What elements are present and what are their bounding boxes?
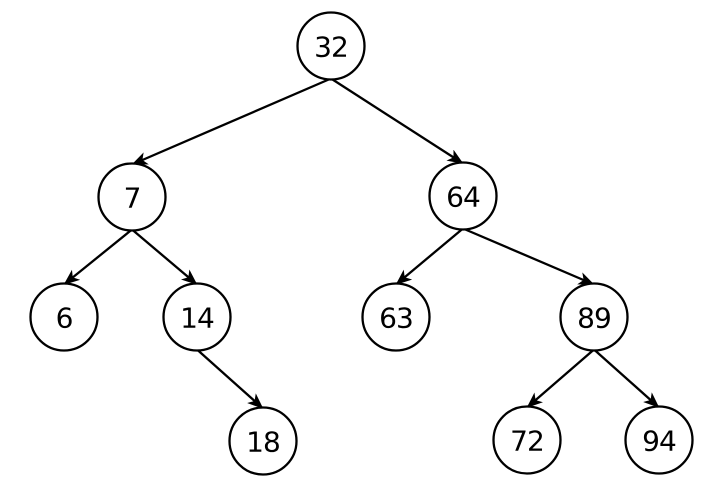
tree-edge-7-6 bbox=[63, 228, 133, 286]
tree-node-18: 18 bbox=[228, 406, 298, 476]
edges-layer bbox=[63, 77, 660, 410]
tree-edge-64-63 bbox=[395, 227, 464, 286]
node-circle-6 bbox=[29, 282, 99, 352]
tree-node-32: 32 bbox=[296, 11, 366, 81]
node-label-63: 63 bbox=[379, 302, 413, 335]
node-label-64: 64 bbox=[446, 181, 480, 214]
node-circle-94 bbox=[624, 405, 694, 475]
tree-edge-89-94 bbox=[593, 348, 660, 409]
tree-edge-7-14 bbox=[131, 228, 198, 286]
tree-node-94: 94 bbox=[624, 405, 694, 475]
node-label-18: 18 bbox=[246, 426, 280, 459]
node-label-89: 89 bbox=[577, 302, 611, 335]
node-label-14: 14 bbox=[180, 302, 214, 335]
node-circle-7 bbox=[97, 162, 167, 232]
node-circle-14 bbox=[162, 282, 232, 352]
tree-node-7: 7 bbox=[97, 162, 167, 232]
tree-node-72: 72 bbox=[492, 405, 562, 475]
node-label-7: 7 bbox=[124, 182, 141, 215]
node-label-94: 94 bbox=[642, 425, 676, 458]
node-circle-89 bbox=[559, 282, 629, 352]
node-circle-63 bbox=[361, 282, 431, 352]
node-circle-72 bbox=[492, 405, 562, 475]
tree-node-89: 89 bbox=[559, 282, 629, 352]
tree-node-64: 64 bbox=[428, 161, 498, 231]
tree-edge-64-89 bbox=[462, 227, 595, 286]
tree-edge-89-72 bbox=[526, 348, 595, 409]
tree-edge-32-7 bbox=[131, 77, 332, 166]
node-circle-18 bbox=[228, 406, 298, 476]
nodes-layer: 32 7 64 6 14 63 89 18 72 94 bbox=[29, 11, 694, 476]
node-label-72: 72 bbox=[510, 425, 544, 458]
tree-edge-14-18 bbox=[196, 348, 264, 410]
node-circle-32 bbox=[296, 11, 366, 81]
tree-node-14: 14 bbox=[162, 282, 232, 352]
node-label-32: 32 bbox=[314, 31, 348, 64]
tree-edge-32-64 bbox=[330, 77, 464, 165]
tree-node-63: 63 bbox=[361, 282, 431, 352]
node-circle-64 bbox=[428, 161, 498, 231]
tree-node-6: 6 bbox=[29, 282, 99, 352]
node-label-6: 6 bbox=[56, 302, 73, 335]
